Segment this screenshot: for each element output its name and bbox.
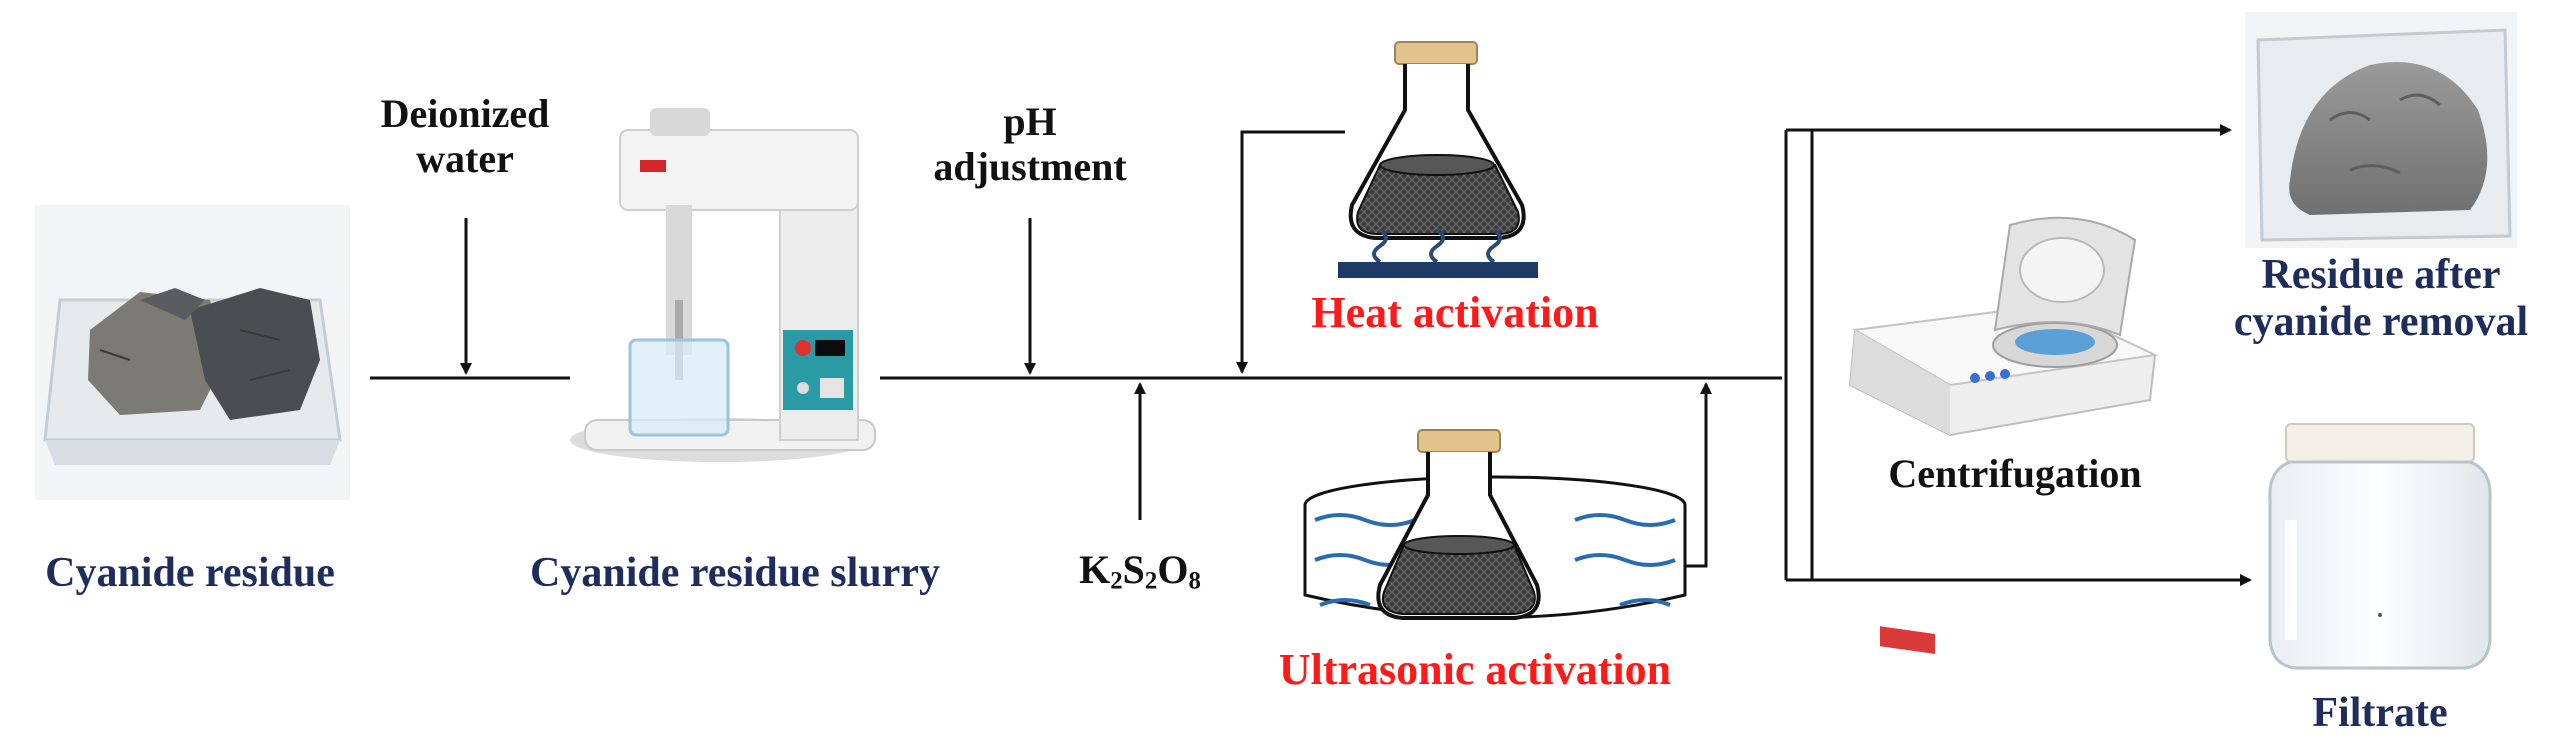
slurry-label: Cyanide residue slurry	[530, 550, 940, 596]
oxidant-o-sub: 8	[1188, 567, 1201, 595]
deionized-water-line2: water	[416, 135, 514, 181]
residue-after-line2: cyanide removal	[2233, 299, 2529, 346]
residue-after-label: Residue after cyanide removal	[2200, 252, 2562, 346]
stirrer-mixer-icon	[570, 108, 876, 462]
oxidant-s: S	[1122, 547, 1145, 592]
cyanide-residue-label: Cyanide residue	[45, 550, 335, 596]
filtrate-bottle-photo	[2265, 420, 2497, 670]
heated-flask-icon	[1338, 41, 1538, 278]
cyanide-residue-photo	[35, 205, 350, 500]
centrifugation-label: Centrifugation	[1888, 451, 2142, 496]
residue-powder-photo	[2245, 12, 2517, 248]
residue-after-line1: Residue after	[2261, 252, 2501, 298]
oxidant-s-sub: 2	[1144, 567, 1158, 595]
ultrasonic-activation-label: Ultrasonic activation	[1278, 645, 1672, 694]
deionized-water-line1: Deionized	[380, 91, 550, 136]
ph-line1: pH	[1003, 99, 1057, 144]
oxidant-k-sub: 2	[1110, 567, 1123, 595]
deionized-water-label: Deionized water	[345, 91, 585, 182]
centrifuge-icon	[1848, 216, 2159, 654]
heat-activation-label: Heat activation	[1311, 288, 1599, 337]
filtrate-label: Filtrate	[2312, 690, 2448, 736]
ultrasonic-bath-flask-icon	[1303, 429, 1687, 620]
oxidant-k: K	[1079, 547, 1111, 592]
heat-activation-arrow	[1236, 130, 1345, 374]
oxidant-label: K2S2O8	[1040, 547, 1240, 595]
ph-line2: adjustment	[933, 143, 1127, 189]
oxidant-o: O	[1157, 547, 1189, 592]
ph-adjustment-label: pH adjustment	[890, 99, 1170, 190]
